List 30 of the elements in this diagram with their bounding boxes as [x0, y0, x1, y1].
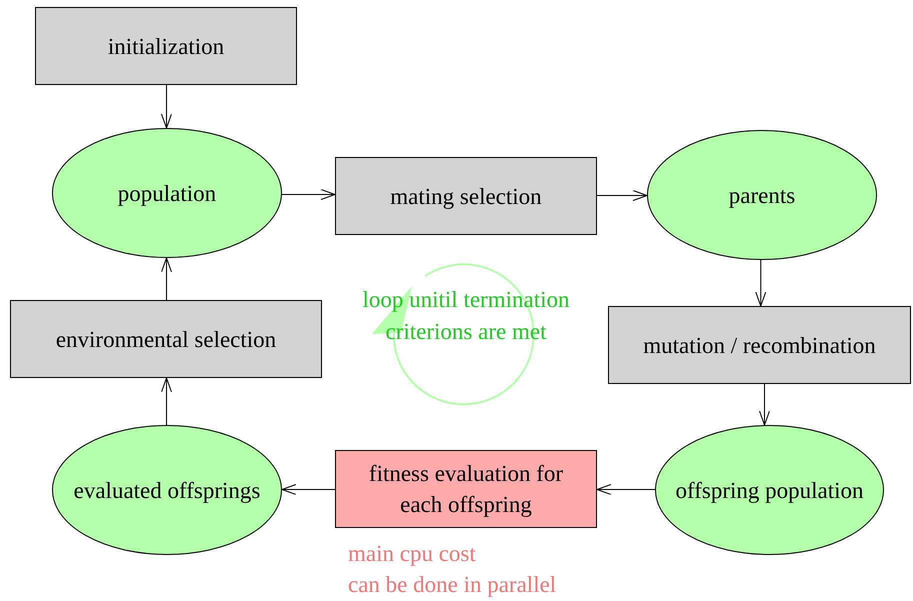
- data-ellipse: [655, 425, 884, 555]
- data-ellipse: [52, 128, 282, 258]
- arrow: [161, 258, 172, 300]
- process-box: [35, 7, 297, 85]
- process-box: [10, 300, 322, 378]
- node-label: parents: [728, 182, 796, 210]
- node-label: offspring population: [675, 476, 864, 505]
- arrow: [755, 260, 766, 306]
- node-label: initialization: [108, 32, 224, 60]
- arrow: [596, 484, 656, 495]
- node-label: mating selection: [390, 182, 542, 211]
- process-box: [335, 450, 597, 528]
- process-box: [335, 157, 597, 235]
- node-label: environmental selection: [56, 326, 276, 354]
- arrow: [161, 84, 172, 128]
- data-ellipse: [52, 425, 282, 555]
- node-label: evaluated offsprings: [74, 476, 260, 505]
- node-label: fitness evaluation for each offspring: [368, 460, 564, 519]
- arrow: [759, 384, 770, 426]
- arrow: [282, 484, 336, 495]
- node-label: population: [118, 180, 216, 208]
- process-box: [608, 306, 911, 384]
- note-text: main cpu cost: [348, 540, 477, 568]
- note-text: can be done in parallel: [348, 571, 556, 599]
- arrow: [161, 378, 172, 426]
- arrow: [596, 190, 648, 201]
- arrow: [282, 189, 336, 200]
- loop-note: loop unitil termination criterions are met: [362, 286, 570, 346]
- data-ellipse: [647, 130, 877, 260]
- node-label: mutation / recombination: [643, 332, 876, 360]
